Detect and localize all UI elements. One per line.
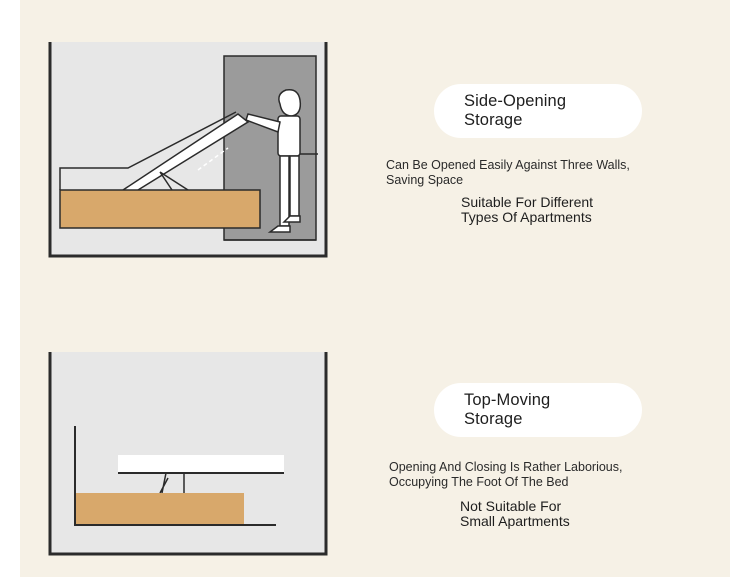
top-moving-verdict-line-2: Small Apartments <box>460 513 570 529</box>
top-moving-verdict: Not Suitable For Small Apartments <box>460 499 570 529</box>
hydraulic-support <box>159 171 189 191</box>
person-figure <box>245 88 302 233</box>
lift-guide-line <box>197 147 229 171</box>
side-opening-verdict-line-1: Suitable For Different <box>461 194 594 210</box>
lifted-bed-platform <box>118 455 284 473</box>
top-moving-description-line-2: Occupying The Foot Of The Bed <box>389 475 569 489</box>
side-opening-description-line-2: Saving Space <box>386 173 464 187</box>
top-moving-illustration <box>48 352 328 556</box>
top-moving-title-pill: Top-Moving Storage <box>434 383 642 437</box>
bed-frame-outline <box>59 111 237 190</box>
top-moving-description-line-1: Opening And Closing Is Rather Laborious, <box>389 460 623 474</box>
mattress <box>76 493 244 524</box>
lifted-bed-platform <box>122 113 250 191</box>
top-moving-verdict-line-1: Not Suitable For <box>460 498 562 514</box>
top-moving-title-line-2: Storage <box>464 410 523 428</box>
side-opening-verdict: Suitable For Different Types Of Apartmen… <box>461 195 593 225</box>
hydraulic-support <box>159 472 185 494</box>
top-moving-title-line-1: Top-Moving <box>464 391 551 409</box>
top-moving-description: Opening And Closing Is Rather Laborious,… <box>389 460 622 490</box>
side-opening-title-line-1: Side-Opening <box>464 92 567 110</box>
mattress <box>59 189 261 229</box>
side-opening-description: Can Be Opened Easily Against Three Walls… <box>386 158 630 188</box>
room-walls <box>48 42 328 258</box>
side-opening-illustration <box>48 42 328 258</box>
side-opening-description-line-1: Can Be Opened Easily Against Three Walls… <box>386 158 630 172</box>
room-walls <box>48 352 328 556</box>
side-opening-verdict-line-2: Types Of Apartments <box>461 209 592 225</box>
side-opening-title-pill: Side-Opening Storage <box>434 84 642 138</box>
side-opening-title-line-2: Storage <box>464 111 523 129</box>
